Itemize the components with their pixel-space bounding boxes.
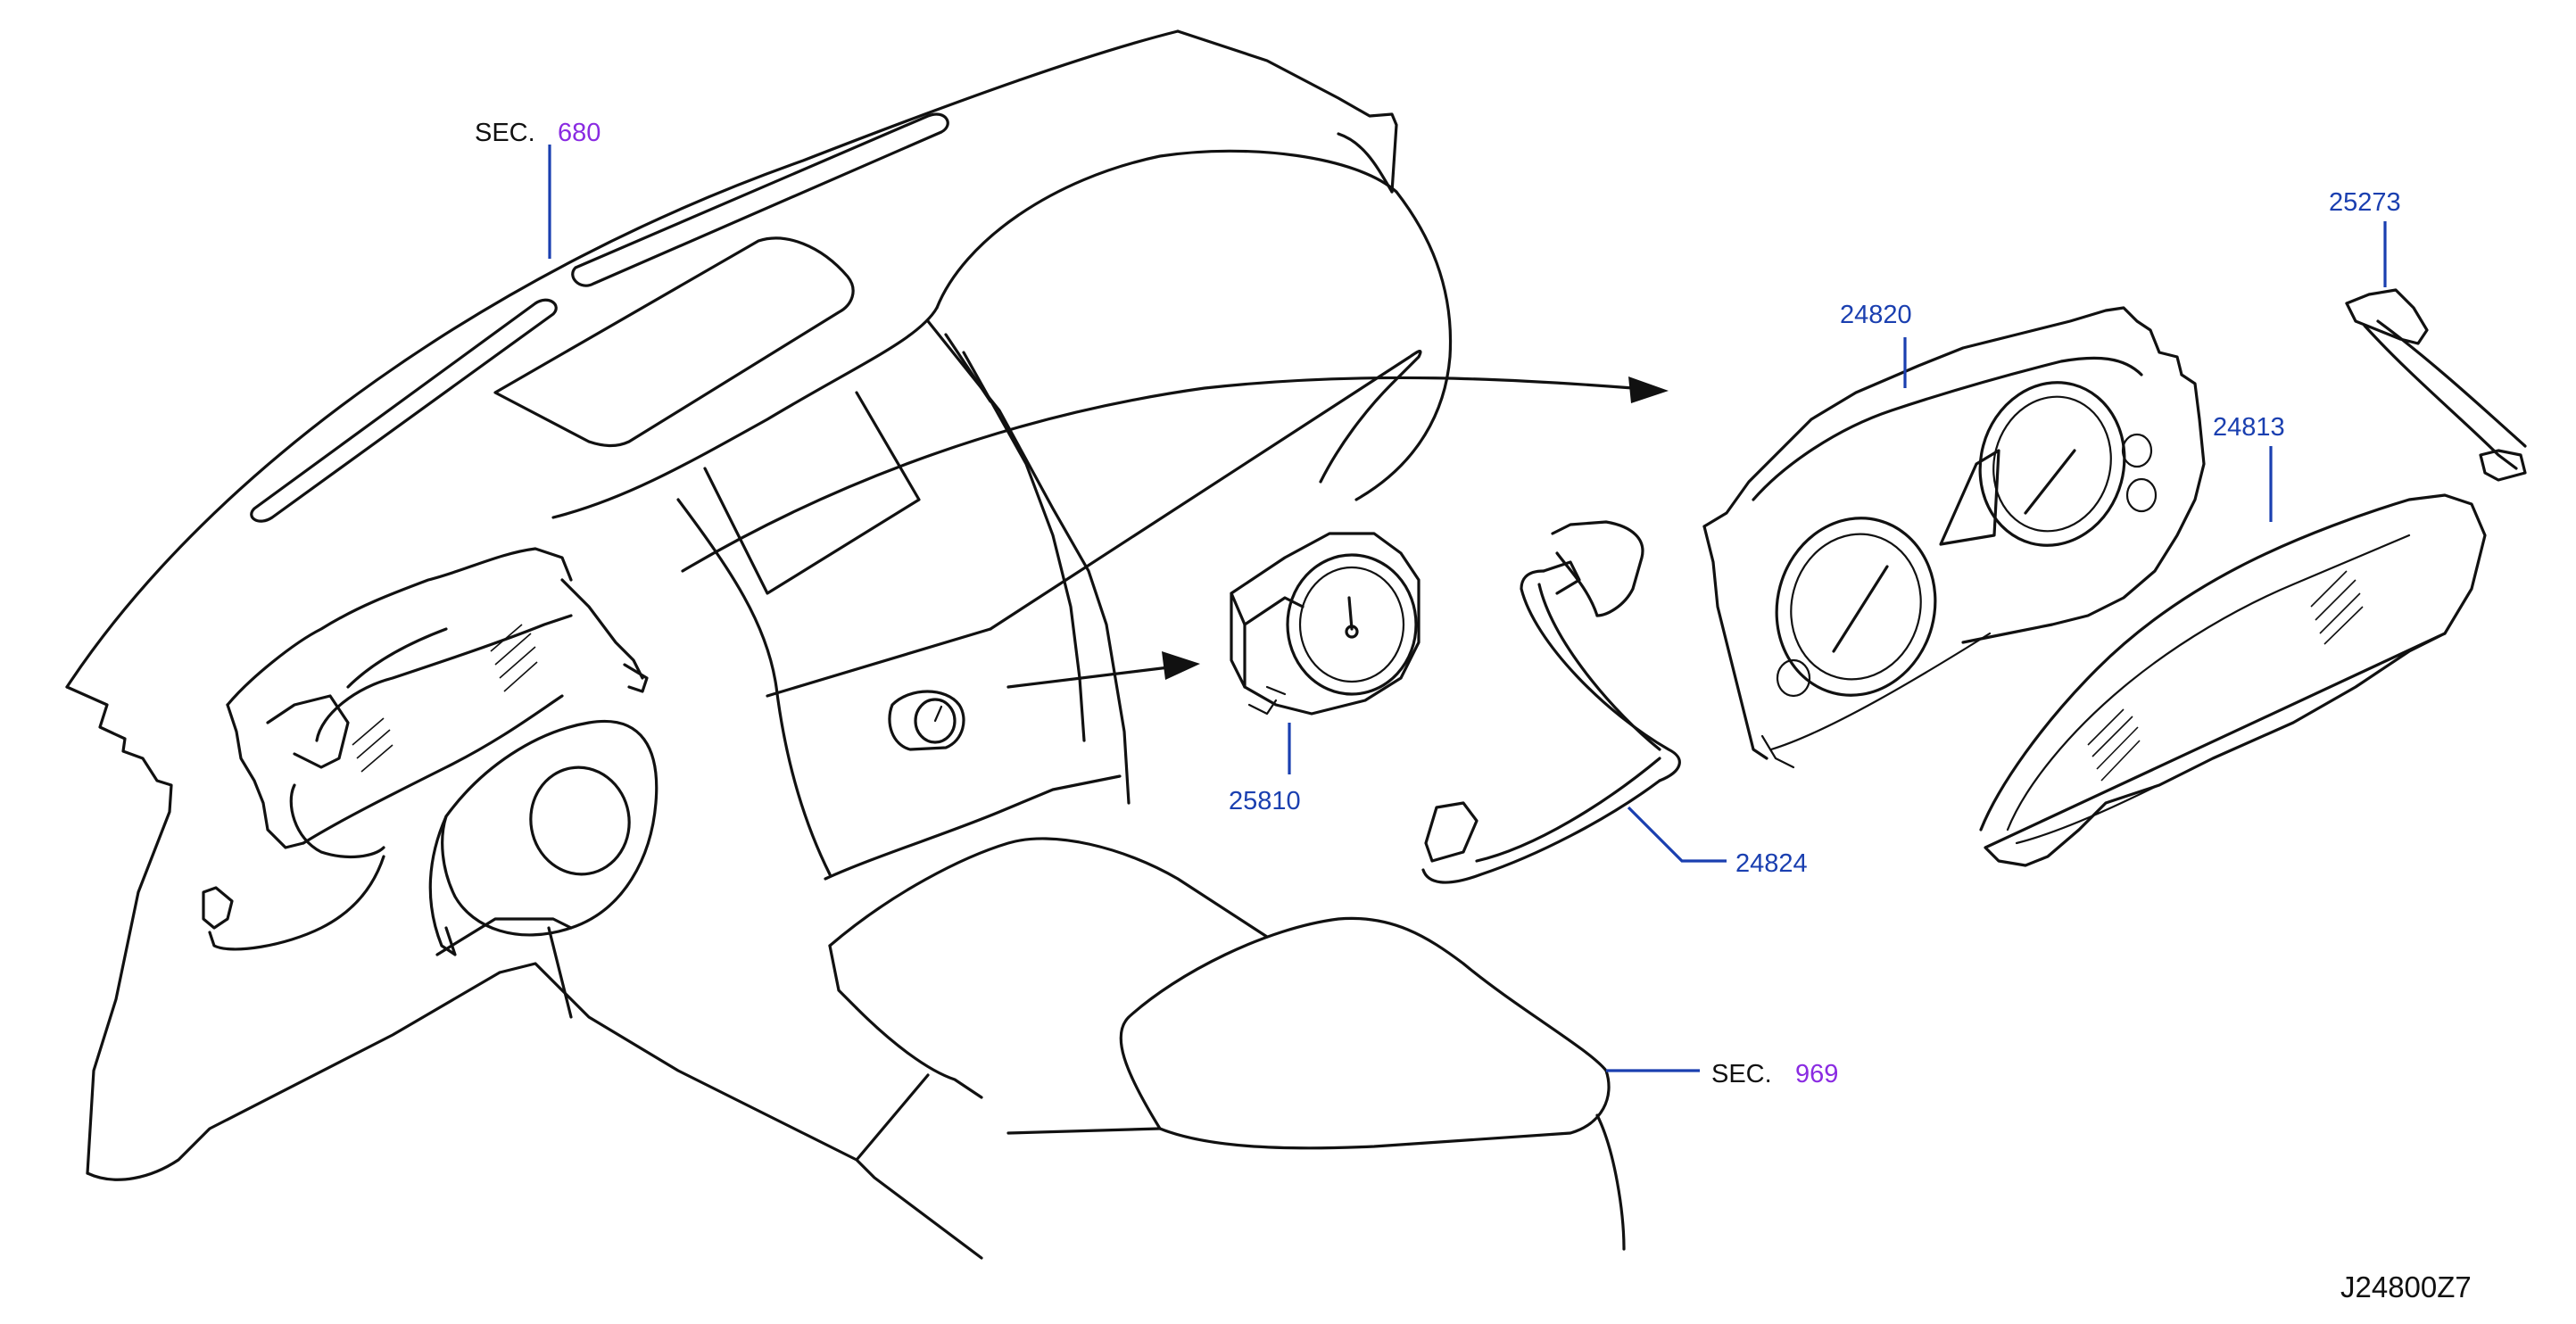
sec-969-prefix: SEC. bbox=[1711, 1060, 1772, 1088]
part-24813-mask bbox=[1979, 446, 2487, 867]
diagram-code: J24800Z7 bbox=[2340, 1270, 2472, 1303]
part-25810-clock bbox=[1230, 532, 1421, 774]
sec-680-number[interactable]: 680 bbox=[558, 119, 601, 147]
installed-cluster bbox=[202, 547, 649, 951]
sec-969-number[interactable]: 969 bbox=[1795, 1060, 1838, 1088]
part-label-25273[interactable]: 25273 bbox=[2329, 188, 2401, 217]
arrowhead-to-cluster bbox=[1628, 377, 1669, 403]
part-label-24813[interactable]: 24813 bbox=[2213, 413, 2285, 442]
part-label-24820[interactable]: 24820 bbox=[1840, 301, 1912, 329]
part-label-24824[interactable]: 24824 bbox=[1735, 849, 1808, 878]
part-25273-cluster-lid bbox=[2345, 221, 2527, 482]
pointer-arrows bbox=[681, 376, 1669, 689]
clock-in-dash bbox=[888, 690, 965, 751]
part-24820-cluster bbox=[1702, 306, 2206, 769]
sec-680-prefix: SEC. bbox=[475, 119, 535, 147]
dashboard-illustration bbox=[65, 29, 1626, 1260]
part-label-25810[interactable]: 25810 bbox=[1229, 787, 1301, 815]
part-24824-harness bbox=[1421, 520, 1727, 884]
leader-24824 bbox=[1627, 806, 1727, 863]
arrowhead-to-clock bbox=[1162, 651, 1200, 680]
